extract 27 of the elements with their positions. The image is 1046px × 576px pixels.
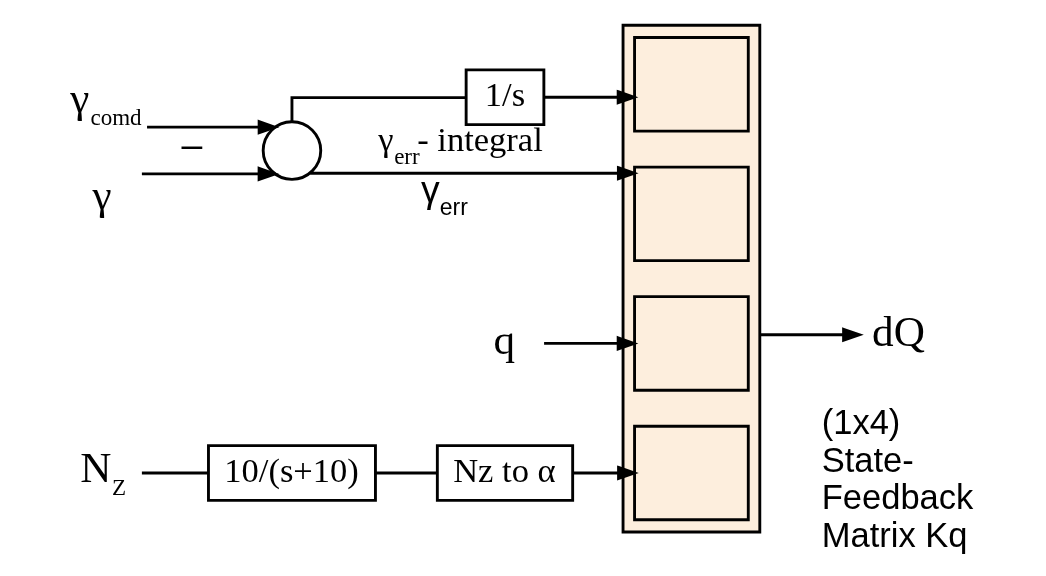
- node-text: γ: [92, 170, 112, 218]
- node-box: 10/(s+10): [207, 444, 377, 502]
- node-circle: [261, 120, 323, 181]
- node-text: N$_{Z}$: [80, 444, 127, 501]
- node-box: [633, 36, 750, 133]
- cluster: [621, 23, 762, 534]
- arrow: [141, 166, 280, 182]
- arrow: [759, 327, 864, 343]
- node-box: [633, 424, 750, 522]
- arrow: [310, 165, 639, 181]
- node-text: dQ: [872, 307, 925, 355]
- node-box: [633, 165, 750, 263]
- node-box: [633, 295, 750, 392]
- arrow: [572, 465, 639, 481]
- arrow: [544, 335, 639, 351]
- connector: [141, 471, 209, 475]
- arrow: [544, 89, 639, 105]
- node-box: 1/s: [464, 68, 546, 127]
- arrow: [147, 119, 280, 135]
- edge-label: γ$_{err}$: [421, 167, 468, 220]
- node-label: (1x4) State- Feedback Matrix Kq: [821, 403, 974, 554]
- connector: [290, 96, 466, 122]
- node-text: γ$_{comd}$: [70, 74, 142, 131]
- connector: [375, 471, 437, 475]
- edge-label: –: [181, 123, 203, 166]
- node-box: Nz to α: [435, 444, 575, 502]
- node-text: q: [493, 316, 516, 364]
